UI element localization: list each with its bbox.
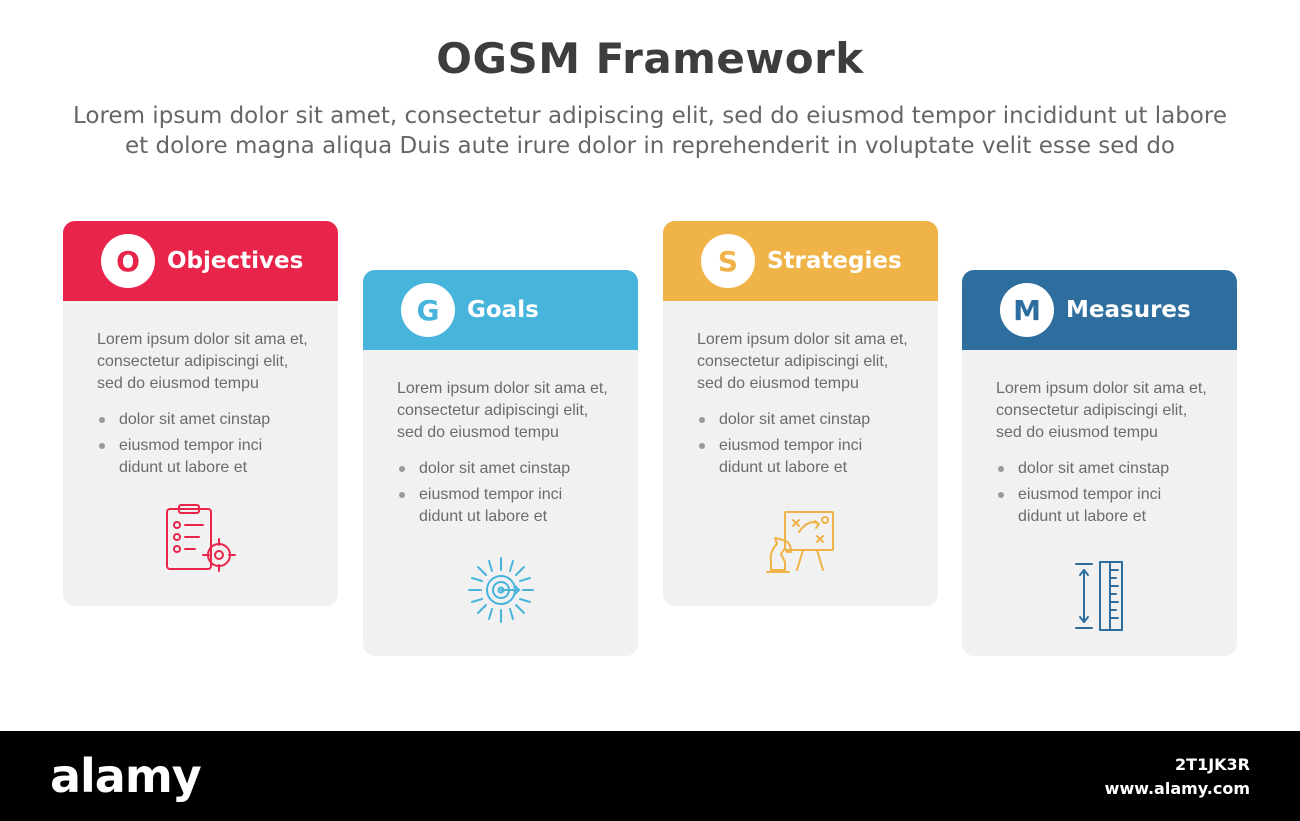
card-description: Lorem ipsum dolor sit ama et, consectetu… [697, 331, 908, 392]
card-header: S Strategies [663, 221, 938, 301]
card-title: Measures [1066, 297, 1191, 323]
card-body: Lorem ipsum dolor sit ama et, consectetu… [962, 350, 1237, 528]
card-measures: M Measures Lorem ipsum dolor sit ama et,… [962, 270, 1237, 656]
bullet-item: eiusmod tempor inci didunt ut labore et [996, 484, 1207, 528]
bullet-item: dolor sit amet cinstap [996, 458, 1207, 480]
letter-badge: O [101, 234, 155, 288]
bullet-item: eiusmod tempor inci didunt ut labore et [397, 484, 608, 528]
bullet-list: dolor sit amet cinstap eiusmod tempor in… [697, 409, 908, 479]
card-description: Lorem ipsum dolor sit ama et, consectetu… [996, 380, 1207, 441]
alamy-logo: alamy [50, 749, 202, 803]
bullet-item: dolor sit amet cinstap [97, 409, 308, 431]
card-header: G Goals [363, 270, 638, 350]
icon-container [663, 508, 938, 576]
bullet-item: dolor sit amet cinstap [697, 409, 908, 431]
card-description: Lorem ipsum dolor sit ama et, consectetu… [97, 331, 308, 392]
ruler-measure-icon [1074, 561, 1123, 631]
card-body: Lorem ipsum dolor sit ama et, consectetu… [63, 301, 338, 479]
clipboard-target-icon [165, 504, 236, 572]
watermark-footer: alamy 2T1JK3R www.alamy.com [0, 731, 1300, 821]
card-header: M Measures [962, 270, 1237, 350]
bullet-list: dolor sit amet cinstap eiusmod tempor in… [996, 458, 1207, 528]
dartboard-icon [467, 557, 534, 623]
card-goals: G Goals Lorem ipsum dolor sit ama et, co… [363, 270, 638, 656]
bullet-item: dolor sit amet cinstap [397, 458, 608, 480]
card-strategies: S Strategies Lorem ipsum dolor sit ama e… [663, 221, 938, 606]
letter-badge: G [401, 283, 455, 337]
letter-badge: S [701, 234, 755, 288]
bullet-list: dolor sit amet cinstap eiusmod tempor in… [397, 458, 608, 528]
image-id: 2T1JK3R [1175, 755, 1250, 774]
bullet-list: dolor sit amet cinstap eiusmod tempor in… [97, 409, 308, 479]
card-body: Lorem ipsum dolor sit ama et, consectetu… [663, 301, 938, 479]
image-id-block: 2T1JK3R www.alamy.com [1105, 753, 1250, 801]
page-title: OGSM Framework [436, 34, 864, 83]
site-url: www.alamy.com [1104, 779, 1250, 798]
letter-badge: M [1000, 283, 1054, 337]
bullet-item: eiusmod tempor inci didunt ut labore et [697, 435, 908, 479]
icon-container [962, 560, 1237, 632]
card-body: Lorem ipsum dolor sit ama et, consectetu… [363, 350, 638, 528]
card-title: Strategies [767, 248, 902, 274]
card-objectives: O Objectives Lorem ipsum dolor sit ama e… [63, 221, 338, 606]
chess-strategy-icon [765, 511, 834, 573]
card-description: Lorem ipsum dolor sit ama et, consectetu… [397, 380, 608, 441]
bullet-item: eiusmod tempor inci didunt ut labore et [97, 435, 308, 479]
icon-container [63, 503, 338, 575]
card-title: Objectives [167, 248, 304, 274]
page-subtitle: Lorem ipsum dolor sit amet, consectetur … [73, 103, 1227, 159]
icon-container [363, 554, 638, 626]
card-title: Goals [467, 297, 539, 323]
card-header: O Objectives [63, 221, 338, 301]
